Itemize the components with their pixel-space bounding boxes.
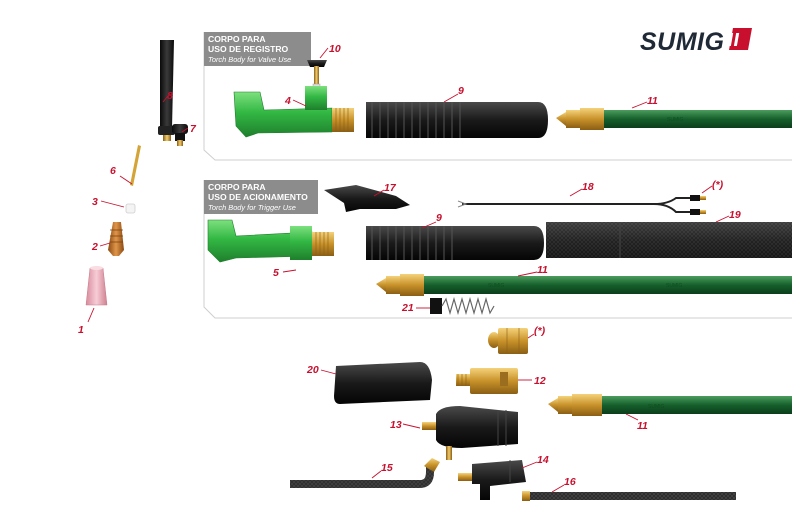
rubber-sleeve xyxy=(334,362,432,404)
svg-text:SUMIG: SUMIG xyxy=(667,117,684,123)
svg-text:SUMIG: SUMIG xyxy=(666,283,683,289)
callout-18: 18 xyxy=(582,181,594,193)
svg-text:Torch Body for Trigger Use: Torch Body for Trigger Use xyxy=(208,203,296,212)
collet-body xyxy=(108,222,124,256)
logo-mark-icon xyxy=(727,28,752,50)
cable-cover xyxy=(546,222,792,258)
trigger-section-frame xyxy=(203,180,792,319)
callout-17: 17 xyxy=(384,182,397,194)
brass-adapter xyxy=(456,368,518,394)
valve-knob xyxy=(307,60,327,91)
callout-11-trigger: 11 xyxy=(537,264,548,276)
callout-6: 6 xyxy=(110,165,116,177)
valve-gas-hose: SUMIG xyxy=(556,108,792,130)
callout-leaders xyxy=(87,47,730,493)
callout-11-valve: 11 xyxy=(647,95,658,107)
plug-connector xyxy=(458,460,526,500)
callout-14: 14 xyxy=(537,454,549,466)
trigger-section-header: CORPO PARA USO DE ACIONAMENTO Torch Body… xyxy=(204,180,318,214)
valve-section-header: CORPO PARA USO DE REGISTRO Torch Body fo… xyxy=(204,32,311,66)
short-back-cap xyxy=(172,124,188,146)
control-cable xyxy=(457,195,706,215)
callout-labels: 1 2 3 4 5 6 7 8 9 9 10 11 11 11 12 13 14… xyxy=(78,43,741,488)
ceramic-nozzle xyxy=(85,266,108,306)
callout-2: 2 xyxy=(91,241,98,253)
callout-11-lower: 11 xyxy=(637,420,648,432)
svg-text:USO DE REGISTRO: USO DE REGISTRO xyxy=(208,44,289,54)
sumig-logo: SUMIG xyxy=(640,28,752,56)
svg-text:SUMIG: SUMIG xyxy=(640,28,724,56)
svg-text:CORPO PARA: CORPO PARA xyxy=(208,34,266,44)
svg-text:SUMIG: SUMIG xyxy=(488,283,505,289)
tungsten-electrode xyxy=(130,145,141,186)
valve-section-frame xyxy=(203,32,792,161)
callout-3: 3 xyxy=(92,196,98,208)
trigger-switch xyxy=(324,185,410,212)
callout-13: 13 xyxy=(390,419,402,431)
callout-5: 5 xyxy=(273,267,279,279)
power-plug xyxy=(422,406,518,460)
callout-7: 7 xyxy=(190,123,197,135)
callout-20: 20 xyxy=(306,364,319,376)
callout-10: 10 xyxy=(329,43,341,55)
callout-optional-contacts: (*) xyxy=(712,179,724,191)
callout-15: 15 xyxy=(381,462,393,474)
callout-optional-nut: (*) xyxy=(534,325,546,337)
callout-19: 19 xyxy=(729,209,741,221)
long-back-cap xyxy=(158,40,175,141)
spring xyxy=(430,296,495,316)
callout-12: 12 xyxy=(534,375,546,387)
braided-cable-left xyxy=(290,458,440,488)
callout-1: 1 xyxy=(78,324,84,336)
trigger-gas-hose: SUMIG SUMIG xyxy=(376,274,792,296)
callout-9-trigger: 9 xyxy=(436,212,442,224)
svg-text:Torch Body for Valve Use: Torch Body for Valve Use xyxy=(208,55,291,64)
callout-8: 8 xyxy=(167,90,173,102)
callout-21: 21 xyxy=(401,302,414,314)
braided-cable-right xyxy=(522,491,736,501)
svg-text:USO DE ACIONAMENTO: USO DE ACIONAMENTO xyxy=(208,192,308,202)
svg-text:CORPO PARA: CORPO PARA xyxy=(208,182,266,192)
valve-rubber-boot xyxy=(366,102,548,138)
insulator-ring xyxy=(125,203,136,214)
callout-16: 16 xyxy=(564,476,576,488)
svg-text:SUMIG: SUMIG xyxy=(648,404,665,410)
callout-9-valve: 9 xyxy=(458,85,464,97)
lower-gas-hose: SUMIG xyxy=(548,394,792,416)
brass-nut xyxy=(488,328,528,354)
callout-4: 4 xyxy=(284,95,291,107)
valve-torch-body xyxy=(233,86,354,138)
trigger-torch-body xyxy=(207,219,334,263)
trigger-rubber-boot xyxy=(366,226,544,260)
